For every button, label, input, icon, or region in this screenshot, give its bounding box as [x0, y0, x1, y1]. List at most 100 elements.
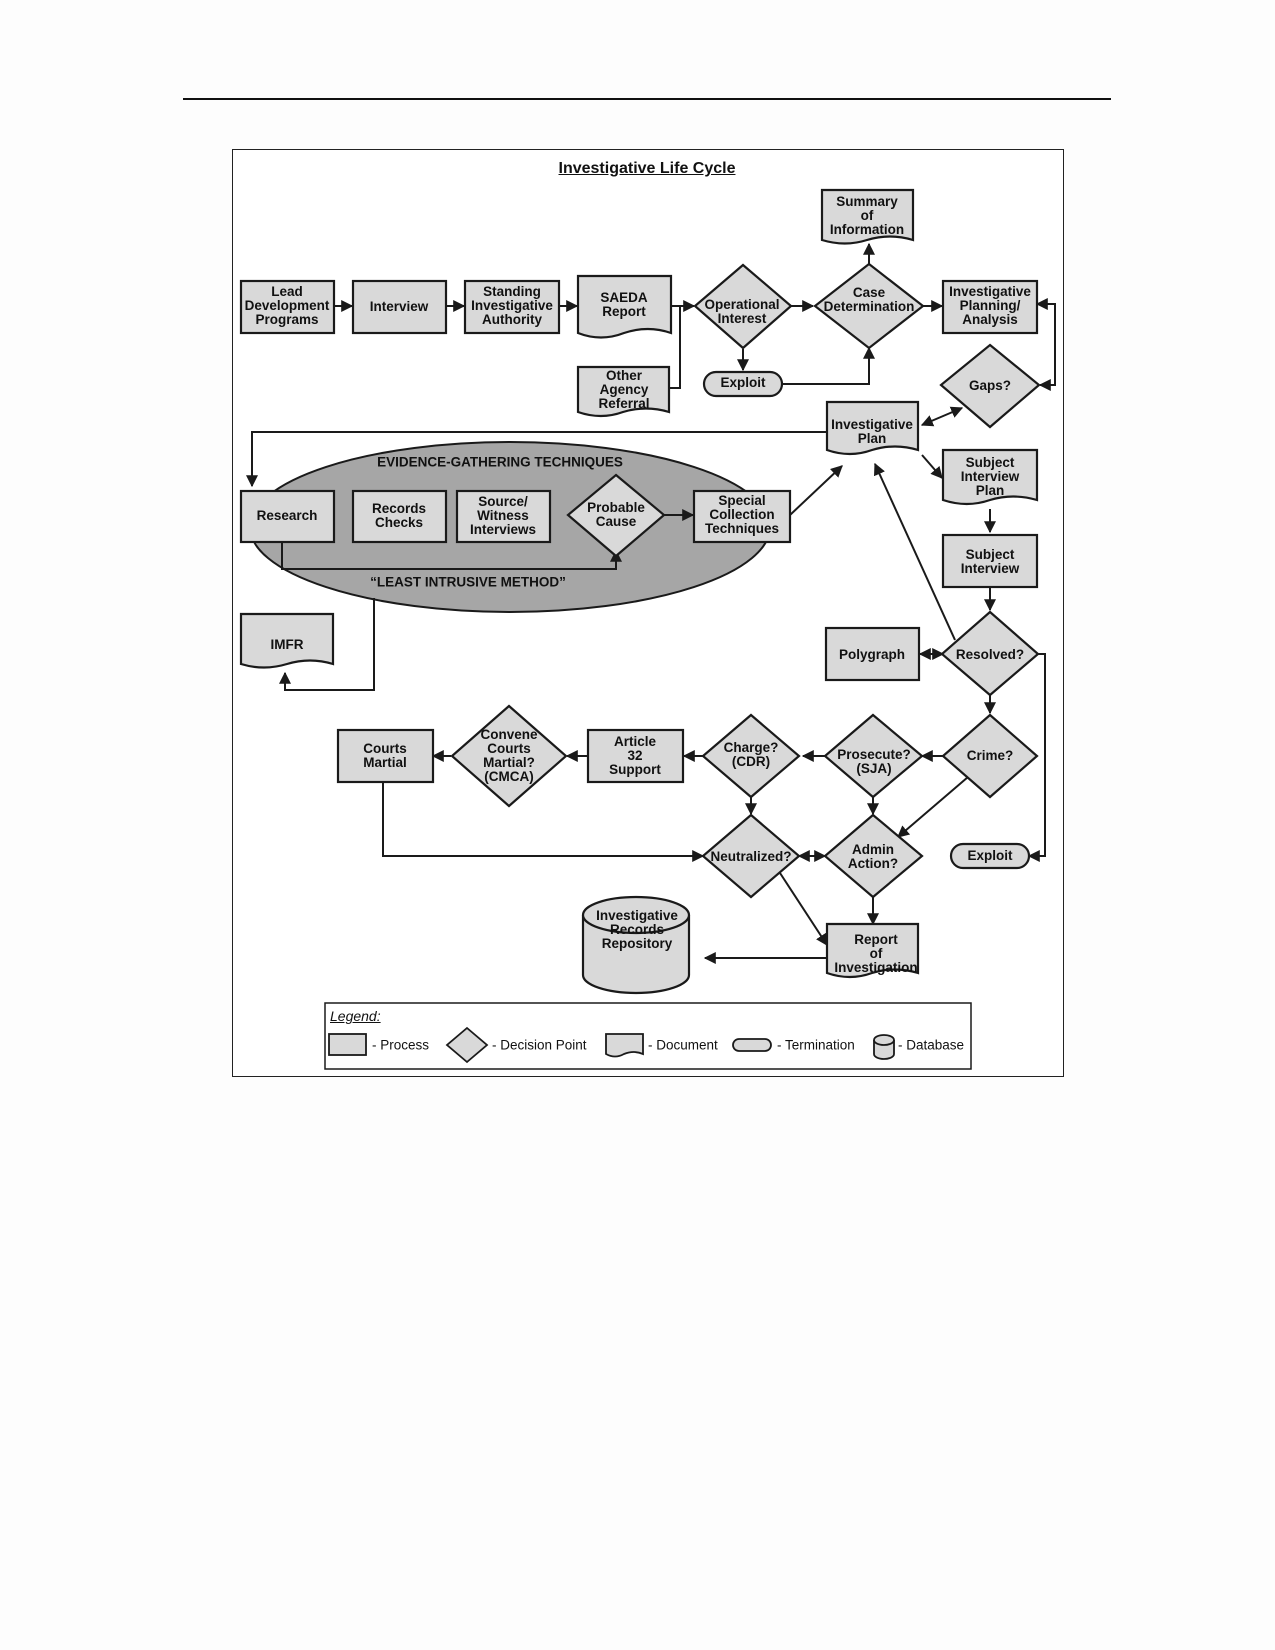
- process-source-witness: [455, 489, 552, 544]
- process-polygraph: [824, 626, 921, 682]
- label-subject-interview-plan: Subject Interview Plan: [960, 455, 1020, 498]
- label-imfr: IMFR: [270, 637, 304, 652]
- label-standing-authority: Standing Investigative Authority: [471, 284, 553, 327]
- label-crime: Crime?: [966, 748, 1014, 763]
- process-subject-interview: [941, 533, 1039, 589]
- label-exploit-bottom: Exploit: [967, 848, 1013, 863]
- decision-admin-action: [823, 813, 924, 899]
- process-standing-authority: [463, 279, 561, 335]
- least-intrusive-note: “LEAST INTRUSIVE METHOD”: [370, 574, 566, 590]
- legend-termination-label: - Termination: [777, 1037, 855, 1053]
- label-operational-interest: Operational Interest: [704, 297, 780, 326]
- label-admin-action: Admin Action?: [847, 842, 899, 871]
- label-exploit-top: Exploit: [720, 375, 766, 390]
- process-courts-martial: [336, 728, 435, 784]
- label-convene: Convene Courts Martial? (CMCA): [480, 727, 538, 784]
- edge-ellipse-imfr: [279, 598, 375, 691]
- edge-planning-gaps: [1035, 298, 1056, 391]
- edge-resolved-plan: [874, 462, 956, 641]
- label-other-agency: Other Agency Referral: [598, 368, 650, 411]
- decision-prosecute: [823, 713, 924, 799]
- decision-charge: [701, 713, 801, 799]
- process-records-checks: [351, 489, 448, 544]
- legend-document-label: - Document: [648, 1037, 718, 1053]
- edge-courts-neutralized: [382, 782, 705, 862]
- document-subject-interview-plan: [941, 448, 1039, 506]
- label-polygraph: Polygraph: [838, 647, 906, 662]
- label-neutralized: Neutralized?: [710, 849, 792, 864]
- edge-plan-research: [246, 431, 827, 488]
- database-records-repository: [581, 915, 691, 995]
- legend-process-symbol: [328, 1033, 367, 1056]
- legend-title: Legend:: [330, 1008, 381, 1024]
- edge-resolved-exploit: [1027, 653, 1046, 862]
- legend-database-symbol-top: [873, 1034, 895, 1046]
- label-lead-development: Lead Development Programs: [244, 284, 330, 327]
- edge-crime-admin: [897, 776, 969, 838]
- database-records-repository-top: [581, 895, 691, 935]
- decision-crime: [941, 713, 1039, 799]
- edge-gaps-plan: [920, 406, 964, 427]
- page-header-rule: [183, 98, 1111, 100]
- legend: [324, 1002, 972, 1070]
- process-research: [239, 489, 336, 544]
- document-summary: [820, 188, 915, 245]
- label-interview: Interview: [369, 299, 429, 314]
- label-special-collection: Special Collection Techniques: [704, 493, 780, 536]
- label-subject-interview: Subject Interview: [960, 547, 1020, 576]
- shapes: [239, 188, 1041, 995]
- legend-process-label: - Process: [372, 1037, 430, 1053]
- legend-database-label: - Database: [898, 1037, 965, 1053]
- label-article32: Article 32 Support: [609, 734, 661, 777]
- label-charge: Charge? (CDR): [723, 740, 779, 769]
- label-research: Research: [256, 508, 318, 523]
- process-interview: [351, 279, 448, 335]
- label-courts-martial: Courts Martial: [363, 741, 407, 770]
- process-lead-development: [239, 279, 336, 335]
- label-probable-cause: Probable Cause: [587, 500, 645, 529]
- decision-gaps: [939, 343, 1041, 429]
- process-special-collection: [692, 489, 792, 544]
- legend-decision-label: - Decision Point: [492, 1037, 587, 1053]
- edge-otheragency-operational: [668, 306, 681, 389]
- document-investigative-plan: [825, 400, 920, 456]
- process-investigative-planning: [941, 279, 1039, 335]
- termination-exploit-bottom: [949, 842, 1031, 870]
- label-investigative-planning: Investigative Planning/ Analysis: [949, 284, 1031, 327]
- edge-neutralized-report: [779, 872, 828, 947]
- edge-exploit-case: [783, 346, 875, 385]
- decision-convene: [450, 704, 568, 808]
- diagram-title: Investigative Life Cycle: [558, 160, 736, 177]
- evidence-gathering-title: EVIDENCE-GATHERING TECHNIQUES: [377, 454, 623, 470]
- edge-research-probable: [281, 542, 622, 570]
- label-gaps: Gaps?: [968, 378, 1012, 393]
- decision-probable-cause: [566, 473, 666, 558]
- label-case-determination: Case Determination: [823, 285, 915, 314]
- legend-document-symbol: [605, 1033, 644, 1058]
- label-records-repository: Investigative Records Repository: [596, 908, 678, 951]
- label-saeda: SAEDA Report: [600, 290, 648, 319]
- legend-box: [324, 1002, 972, 1070]
- label-investigative-plan: Investigative Plan: [831, 417, 913, 446]
- document-imfr: [239, 612, 335, 669]
- connectors: [246, 242, 1056, 964]
- label-records-checks: Records Checks: [371, 501, 427, 530]
- label-resolved: Resolved?: [955, 647, 1025, 662]
- document-saeda: [576, 274, 673, 339]
- legend-decision-symbol: [445, 1026, 489, 1064]
- termination-exploit-top: [702, 370, 784, 398]
- document-report-investigation: [825, 922, 920, 979]
- decision-case-determination: [813, 262, 925, 350]
- decision-resolved: [940, 610, 1040, 697]
- edge-plan-subjectplan: [921, 454, 943, 479]
- document-other-agency: [576, 365, 671, 418]
- label-prosecute: Prosecute? (SJA): [837, 747, 911, 776]
- label-report-investigation: Report of Investigation: [834, 932, 918, 975]
- process-article32: [586, 728, 685, 784]
- label-summary-info: Summary of Information: [829, 194, 905, 237]
- label-source-witness: Source/ Witness Interviews: [469, 494, 537, 537]
- decision-neutralized: [701, 813, 801, 899]
- decision-operational-interest: [693, 263, 793, 350]
- legend-termination-symbol: [732, 1038, 772, 1052]
